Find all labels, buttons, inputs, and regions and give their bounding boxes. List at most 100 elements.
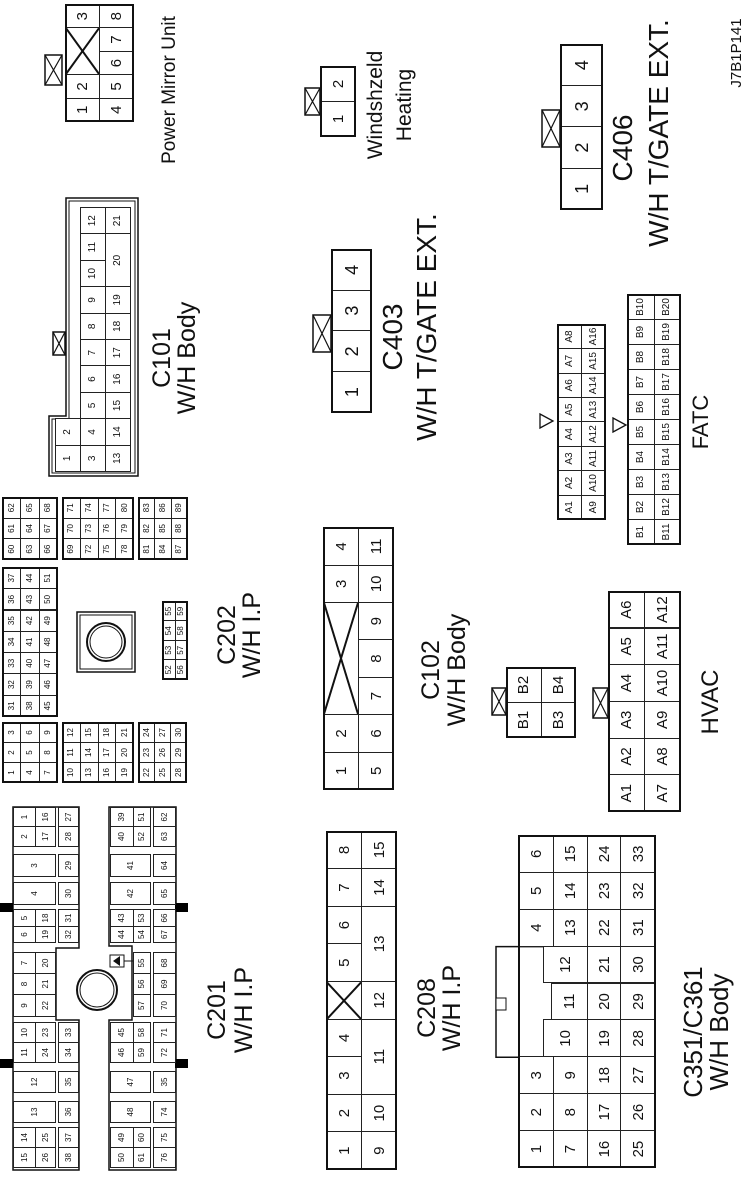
pin-cavity: 27 bbox=[58, 807, 79, 827]
pin-cavity: 25 bbox=[620, 1130, 656, 1168]
latch-icon-cross bbox=[592, 687, 609, 719]
pin-cavity: 12 bbox=[80, 207, 106, 235]
pin-cavity: 3 bbox=[80, 444, 106, 472]
pin-cavity: 4 bbox=[13, 882, 56, 905]
c202-bolt-circle-inner bbox=[89, 625, 123, 659]
c202-bolt-housing-inner bbox=[79, 614, 133, 670]
c201-harness: W/H I.P bbox=[230, 966, 258, 1054]
pin-cavity: 2 bbox=[55, 418, 81, 446]
pin-cavity: 55 bbox=[133, 952, 151, 974]
pin-cavity: 14 bbox=[79, 742, 99, 763]
pin-cavity: 65 bbox=[153, 882, 176, 905]
pin-cavity: 2 bbox=[323, 714, 359, 753]
c102-harness: W/H Body bbox=[443, 613, 471, 727]
pin-cavity: B4 bbox=[627, 444, 655, 470]
pin-cavity: 77 bbox=[97, 496, 117, 519]
pin-cavity: 59 bbox=[174, 601, 188, 622]
pin-cavity: 4 bbox=[323, 527, 359, 566]
pin-cavity: 51 bbox=[38, 566, 58, 590]
pin-cavity: 4 bbox=[518, 908, 554, 947]
pin-cavity: 68 bbox=[153, 952, 176, 974]
c208-id: C208 bbox=[413, 978, 441, 1038]
pin-cavity: 18 bbox=[587, 1056, 621, 1095]
pin-cavity: 59 bbox=[133, 1042, 151, 1063]
pin-cavity: 28 bbox=[58, 826, 79, 847]
pin-cavity: 2 bbox=[13, 826, 36, 847]
c201-bolt-circle bbox=[76, 969, 118, 1011]
pin-cavity: 27 bbox=[620, 1056, 656, 1095]
pin-cavity: 20 bbox=[35, 952, 56, 974]
pin-cavity: 20 bbox=[115, 742, 134, 763]
pin-cavity: B3 bbox=[627, 469, 655, 495]
latch-icon-cross bbox=[312, 314, 332, 353]
c101-harness: W/H Body bbox=[173, 301, 201, 415]
c351-id: C351/C361 bbox=[678, 966, 708, 1098]
latch-icon bbox=[491, 687, 507, 716]
pin-cavity: A11 bbox=[581, 445, 606, 472]
pin-cavity: A10 bbox=[644, 664, 681, 702]
pin-cavity: B14 bbox=[653, 444, 681, 470]
pin-cavity: 85 bbox=[154, 517, 172, 540]
pin-cavity: 9 bbox=[38, 722, 58, 743]
pin-cavity: 34 bbox=[58, 1042, 79, 1063]
pin-cavity: 60 bbox=[133, 1127, 151, 1148]
pin-cavity: 8 bbox=[553, 1093, 588, 1132]
pin-cavity: 11 bbox=[80, 233, 106, 261]
c406-harness: W/H T/GATE EXT. bbox=[643, 19, 674, 247]
pin-cavity: 11 bbox=[13, 1042, 36, 1063]
pin-cavity: 1 bbox=[323, 751, 359, 790]
latch-icon bbox=[52, 331, 66, 356]
pin-cavity: 18 bbox=[35, 909, 56, 927]
pin-cavity: 5 bbox=[358, 751, 394, 790]
pin-cavity: B2 bbox=[506, 667, 542, 703]
pin-cavity: 52 bbox=[162, 659, 176, 680]
latch-icon bbox=[304, 87, 321, 116]
pin-cavity: 9 bbox=[553, 1056, 588, 1095]
pin-cavity: 46 bbox=[38, 673, 58, 696]
pin-cavity: 55 bbox=[162, 601, 176, 622]
pin-cavity: 88 bbox=[170, 517, 188, 540]
latch-icon-cross bbox=[312, 314, 332, 353]
pin-cavity: 2 bbox=[65, 74, 100, 99]
pin-cavity: A12 bbox=[644, 590, 681, 629]
pin-cavity: 16 bbox=[587, 1130, 621, 1168]
pin-cavity: 1 bbox=[2, 762, 22, 783]
pin-cavity: A14 bbox=[581, 372, 606, 398]
pin-cavity: 1 bbox=[13, 807, 36, 827]
c202-id: C202 bbox=[213, 605, 241, 665]
pin-cavity: 82 bbox=[138, 517, 156, 540]
c102-id: C102 bbox=[417, 640, 445, 700]
pin-cavity: 49 bbox=[110, 1127, 134, 1148]
pin-cavity: 63 bbox=[20, 538, 40, 560]
pin-cavity: 2 bbox=[518, 1093, 554, 1132]
latch-icon-cross bbox=[541, 109, 561, 148]
pin-cavity: 80 bbox=[115, 496, 134, 519]
pin-cavity: 42 bbox=[110, 882, 151, 905]
hvac-label: HVAC bbox=[697, 669, 724, 735]
pin-cavity: A6 bbox=[608, 590, 645, 629]
pin-cavity: 38 bbox=[20, 694, 40, 717]
pin-cavity: 3 bbox=[560, 85, 603, 128]
c201-mounting-tab bbox=[0, 903, 13, 912]
c201-id: C201 bbox=[203, 980, 231, 1040]
pin-cavity: 17 bbox=[97, 742, 117, 763]
pin-cavity: 45 bbox=[110, 1022, 134, 1043]
pin-cavity: A10 bbox=[581, 470, 606, 496]
c201-mounting-tab bbox=[175, 903, 188, 912]
pin-cavity: 62 bbox=[153, 807, 176, 827]
pin-cavity: A15 bbox=[581, 348, 606, 374]
pin-cavity: 69 bbox=[153, 973, 176, 995]
pin-cavity: 36 bbox=[58, 1101, 79, 1123]
pin-cavity: A12 bbox=[581, 421, 606, 447]
pin-cavity: 29 bbox=[620, 982, 656, 1021]
pin-cavity: 1 bbox=[518, 1130, 554, 1168]
c101-id: C101 bbox=[148, 328, 176, 388]
pin-cavity: 5 bbox=[326, 943, 362, 982]
pin-cavity: 3 bbox=[65, 4, 100, 29]
pin-cavity: 60 bbox=[2, 538, 22, 560]
latch-icon-cross bbox=[44, 54, 63, 86]
pin-cavity: 37 bbox=[2, 566, 22, 590]
pin-cavity: 26 bbox=[154, 742, 171, 763]
c403-id: C403 bbox=[377, 303, 408, 371]
latch-icon-cross bbox=[491, 687, 507, 716]
